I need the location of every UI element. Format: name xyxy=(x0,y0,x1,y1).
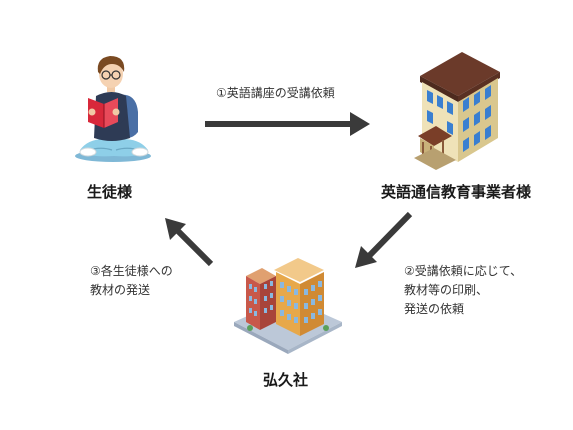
arrow-company-to-student xyxy=(165,218,214,267)
step3-line1: ③各生徒様への xyxy=(90,264,173,278)
step3-label: ③各生徒様への 教材の発送 xyxy=(90,262,173,300)
step2-line2: 教材等の印刷、 xyxy=(404,283,489,297)
node-student-label: 生徒様 xyxy=(87,183,133,201)
arrow-student-to-provider xyxy=(205,112,370,136)
step3-line2: 教材の発送 xyxy=(90,283,151,297)
node-provider-label: 英語通信教育事業者様 xyxy=(381,183,532,201)
step2-label: ②受講依頼に応じて、 教材等の印刷、 発送の依頼 xyxy=(404,262,522,319)
step1-label: ①英語講座の受講依頼 xyxy=(216,86,335,100)
step2-line3: 発送の依頼 xyxy=(404,302,465,316)
step2-line1: ②受講依頼に応じて、 xyxy=(404,264,523,278)
arrow-provider-to-company xyxy=(355,211,413,268)
node-company-label: 弘久社 xyxy=(263,371,309,389)
